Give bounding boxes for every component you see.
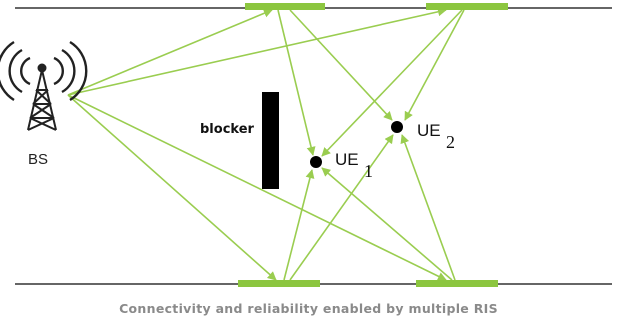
- signal-rays: [67, 7, 465, 281]
- ue1-subscript: 1: [364, 161, 373, 181]
- ris-panel-bottom-right: [416, 280, 498, 287]
- bs-label: BS: [28, 151, 48, 168]
- ray-bs-to-ris-top-left: [67, 8, 273, 96]
- ray-ris-br-to-ue2: [400, 134, 456, 281]
- ray-ris-tl-to-ue2: [289, 9, 393, 121]
- ray-ris-tr-to-ue1: [321, 9, 463, 157]
- blocker-wall: [262, 92, 279, 189]
- ray-bs-to-ris-bottom-left: [67, 94, 277, 281]
- ray-bs-to-ris-bottom-right: [67, 94, 447, 281]
- cell-tower-icon: [0, 40, 88, 131]
- ray-ris-bl-to-ue2: [289, 134, 394, 281]
- ue2-label: UE: [417, 121, 441, 140]
- figure-caption: Connectivity and reliability enabled by …: [119, 301, 498, 316]
- ris-panel-top-left: [245, 3, 325, 10]
- ray-bs-to-ris-top-right: [67, 7, 447, 96]
- ue1-dot: [310, 156, 322, 168]
- ue2-dot: [391, 121, 403, 133]
- ris-panel-top-right: [426, 3, 508, 10]
- blocker-label: blocker: [200, 122, 255, 137]
- ray-ris-tr-to-ue2: [404, 9, 465, 121]
- ue2-subscript: 2: [446, 132, 455, 152]
- ray-ris-bl-to-ue1: [283, 169, 315, 281]
- ue1-label: UE: [335, 150, 359, 169]
- ris-panel-bottom-left: [238, 280, 320, 287]
- ray-ris-tl-to-ue1: [277, 9, 316, 156]
- ray-ris-br-to-ue1: [321, 167, 453, 281]
